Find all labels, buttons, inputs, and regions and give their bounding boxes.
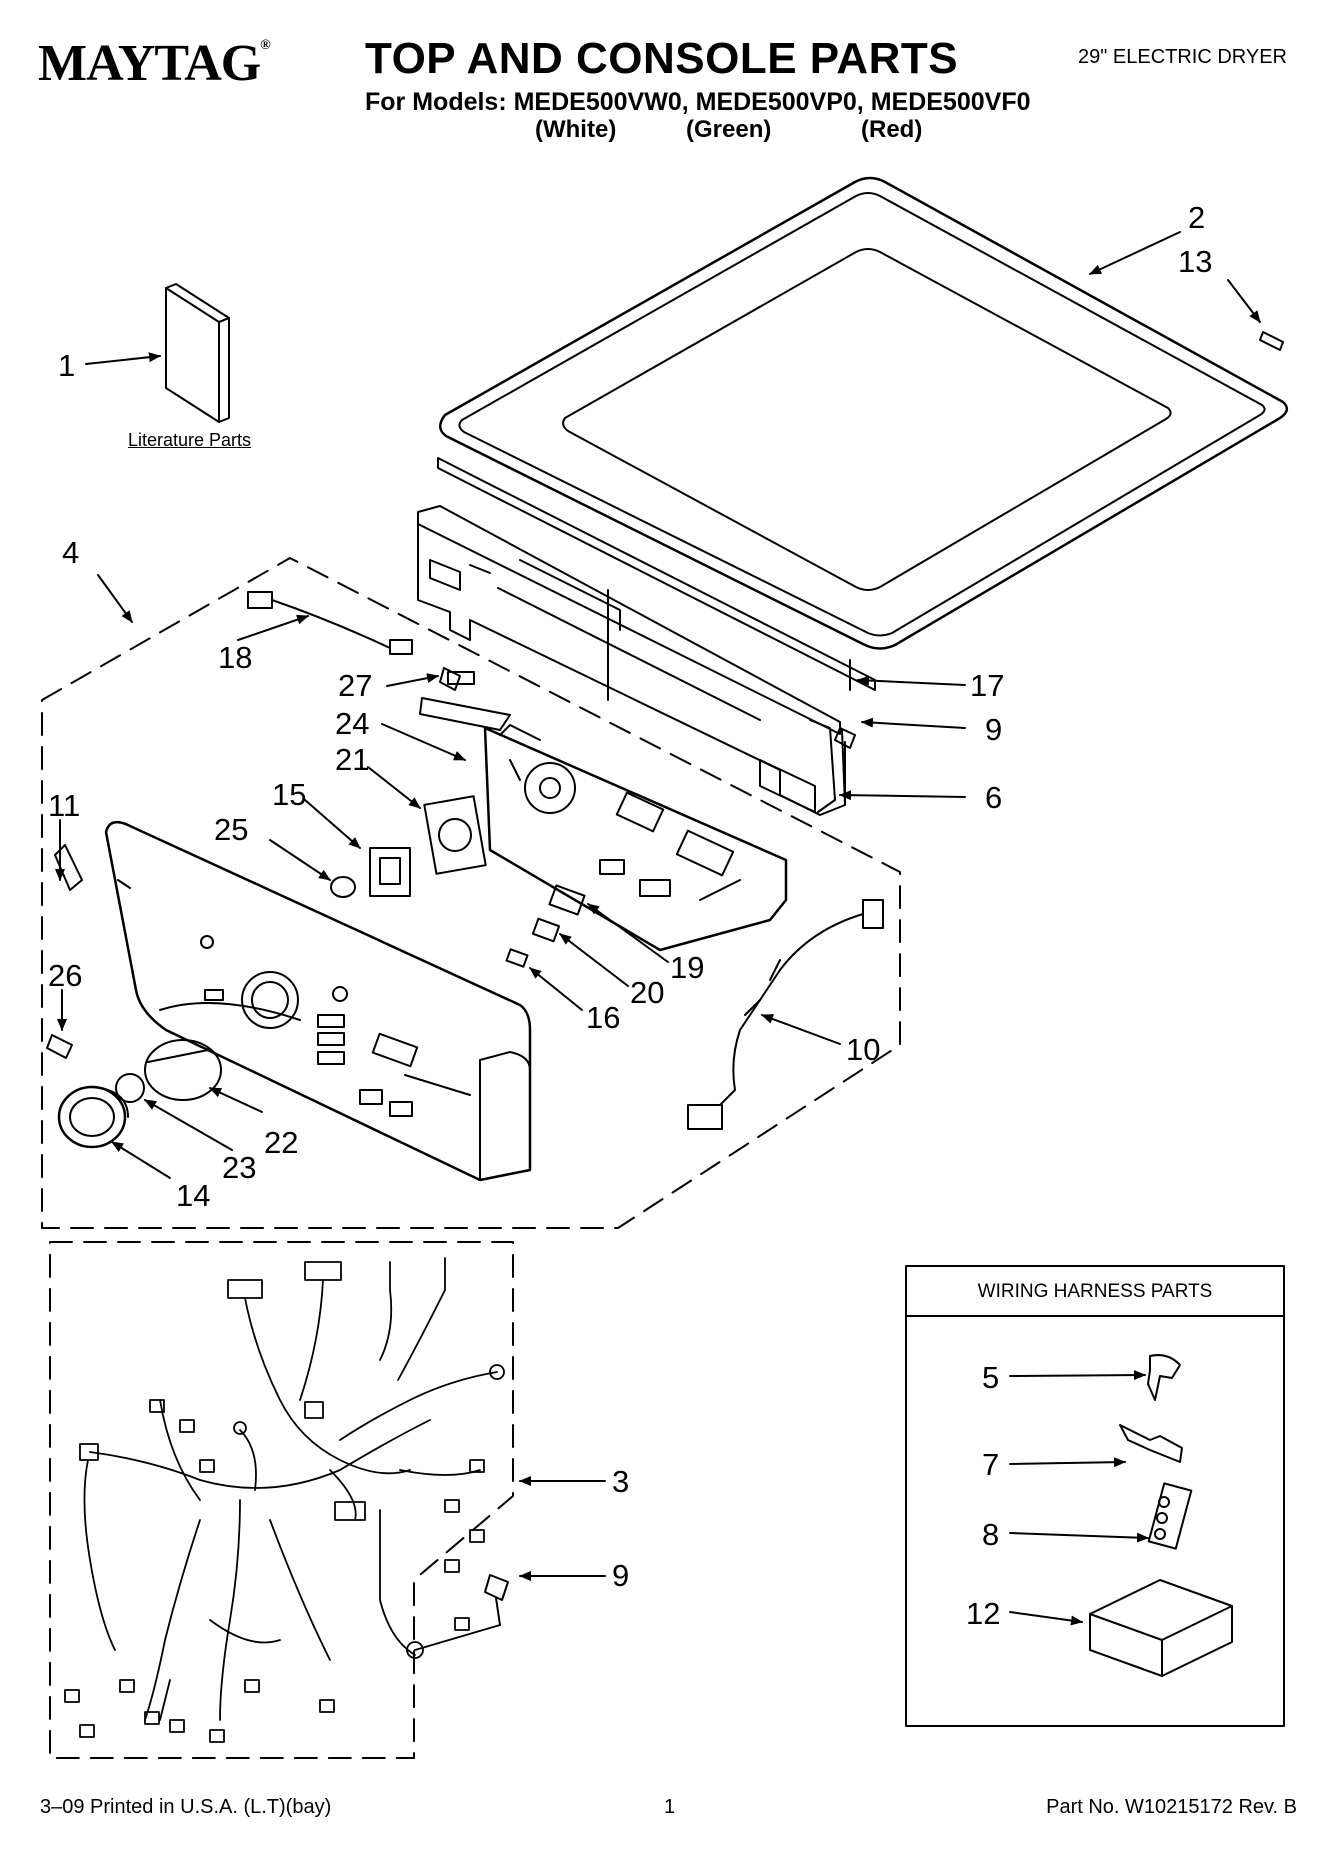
- callout-7: 7: [982, 1447, 1000, 1482]
- control-knob-illustration: [57, 1039, 222, 1149]
- callout-26: 26: [48, 958, 83, 993]
- callout-9-bottom: 9: [612, 1558, 630, 1593]
- small-parts-illustration: [419, 671, 586, 968]
- callout-27: 27: [338, 668, 373, 703]
- main-harness-boundary: [49, 1241, 514, 1759]
- callout-16: 16: [586, 1000, 621, 1035]
- page-title: TOP AND CONSOLE PARTS: [365, 34, 959, 83]
- console-panel-illustration: [104, 820, 532, 1182]
- model-list: For Models: MEDE500VW0, MEDE500VP0, MEDE…: [365, 88, 1031, 116]
- harness-box-title: WIRING HARNESS PARTS: [977, 1281, 1213, 1302]
- leader-arrows: [55, 231, 1261, 1626]
- callout-15: 15: [272, 777, 307, 812]
- callout-2: 2: [1188, 200, 1206, 235]
- wire-harness-10-illustration: [687, 899, 884, 1130]
- screws-illustration: [46, 331, 1284, 1626]
- callout-21: 21: [335, 742, 370, 777]
- callout-12: 12: [966, 1596, 1001, 1631]
- callout-19: 19: [670, 950, 705, 985]
- print-info: 3–09 Printed in U.S.A. (L.T)(bay): [40, 1796, 332, 1818]
- callout-6: 6: [985, 780, 1003, 815]
- callout-8: 8: [982, 1517, 1000, 1552]
- callout-13: 13: [1178, 244, 1213, 279]
- callout-1: 1: [58, 348, 76, 383]
- wire-18-illustration: [247, 591, 413, 655]
- callout-25: 25: [214, 812, 249, 847]
- callout-4: 4: [62, 535, 80, 570]
- callout-9-top: 9: [985, 712, 1003, 747]
- callout-14: 14: [176, 1178, 211, 1213]
- callout-20: 20: [630, 975, 665, 1010]
- callout-5: 5: [982, 1360, 1000, 1395]
- callout-17: 17: [970, 668, 1005, 703]
- main-harness-illustration: [64, 1257, 505, 1743]
- color-white: (White): [535, 116, 617, 143]
- callout-3: 3: [612, 1464, 630, 1499]
- console-bracket-illustration: [417, 457, 876, 816]
- page-number: 1: [664, 1796, 676, 1818]
- harness-box-parts-illustration: [1089, 1354, 1233, 1677]
- part-number: Part No. W10215172 Rev. B: [1046, 1796, 1297, 1818]
- callout-23: 23: [222, 1150, 257, 1185]
- console-group-boundary: [41, 557, 901, 1229]
- callout-11: 11: [48, 788, 81, 823]
- maytag-logo: MAYTAG®: [38, 35, 271, 92]
- color-red: (Red): [861, 116, 923, 143]
- literature-booklet-illustration: [165, 283, 230, 423]
- literature-parts-label: Literature Parts: [128, 430, 252, 450]
- top-panel-illustration: [439, 176, 1289, 650]
- product-type: 29" ELECTRIC DRYER: [1077, 46, 1287, 68]
- callout-18: 18: [218, 640, 253, 675]
- harness-parts-box: [905, 1265, 1285, 1727]
- callout-24: 24: [335, 706, 370, 741]
- callout-10: 10: [846, 1032, 881, 1067]
- callout-22: 22: [264, 1125, 299, 1160]
- electronic-control-illustration: [330, 724, 788, 952]
- color-green: (Green): [686, 116, 772, 143]
